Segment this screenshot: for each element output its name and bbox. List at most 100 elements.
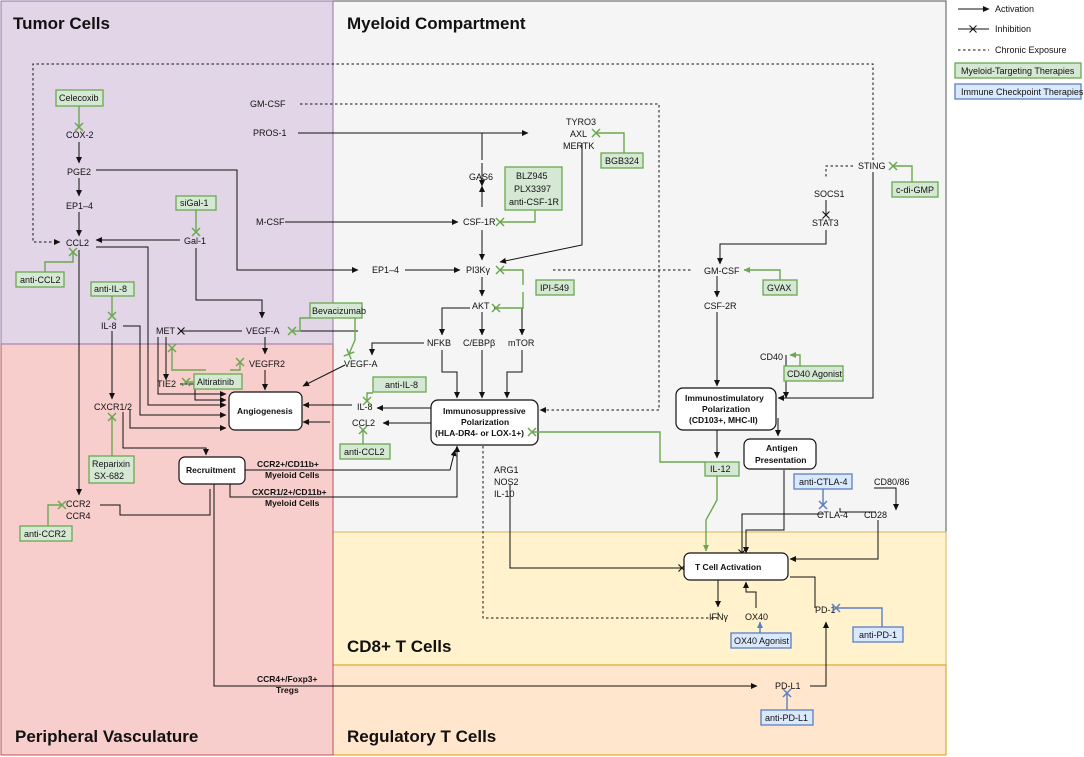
therapy-il12 [704,461,740,477]
flow-ccr2-cells-2: Myeloid Cells [265,470,320,480]
therapy-boxes: Celecoxib siGal-1 anti-CCL2 anti-IL-8 Re… [15,89,939,726]
therapy-reparixin-2: SX-682 [94,471,124,481]
therapy-anti-pdl1 [760,709,814,726]
region-tumor-title: Tumor Cells [13,14,110,33]
therapy-gvax [762,279,798,296]
box-immunosuppressive [430,399,539,446]
therapy-reparixin [88,455,135,484]
box-tcell-label: T Cell Activation [695,562,761,572]
therapy-anti-il8-tumor-label: anti-IL-8 [94,284,127,294]
region-tregs [332,664,947,756]
node-arg1: ARG1 [494,465,519,475]
tumor-nodes: COX-2 PGE2 EP1–4 CCL2 Gal-1 IL-8 CXCR1/2… [66,130,285,521]
node-tie2: TIE2 [157,379,176,389]
therapy-bgb324 [600,152,644,169]
region-myeloid [332,0,947,533]
therapy-altiratinib [193,373,243,390]
node-cox2: COX-2 [66,130,94,140]
therapy-altiratinib-label: Altiratinib [197,377,234,387]
therapy-blz945-3: anti-CSF-1R [509,197,560,207]
node-pge2: PGE2 [67,167,91,177]
therapy-anti-ccl2-myeloid-label: anti-CCL2 [344,447,385,457]
flow-cxcr-cells-2: Myeloid Cells [265,498,320,508]
node-il10: IL-10 [494,489,515,499]
node-sting: STING [858,161,886,171]
node-ccr2: CCR2 [66,499,91,509]
flow-labels: CCR2+/CD11b+ Myeloid Cells CXCR1/2+/CD11… [252,459,327,695]
right-edges [714,172,899,687]
node-cebpb: C/EBPβ [463,338,495,348]
legend-checkpoint-swatch [954,83,1082,100]
therapy-cd40-agonist [783,365,844,382]
therapy-blz945-1: BLZ945 [516,171,548,181]
region-myeloid-title: Myeloid Compartment [347,14,526,33]
node-ccr4: CCR4 [66,511,91,521]
node-socs1: SOCS1 [814,189,845,199]
therapy-ox40-agonist [730,632,792,649]
node-gas6: GAS6 [469,172,493,182]
therapy-anti-pd1 [852,626,904,643]
node-cd40: CD40 [760,352,783,362]
flow-cxcr-cells-1: CXCR1/2+/CD11b+ [252,487,327,497]
node-vegfa-myeloid: VEGF-A [344,359,378,369]
therapy-anti-pd1-label: anti-PD-1 [859,630,897,640]
therapy-bgb324-label: BGB324 [605,156,639,166]
node-stat3: STAT3 [812,218,839,228]
node-nos2: NOS2 [494,477,519,487]
node-axl: AXL [570,129,587,139]
therapy-celecoxib [55,89,104,107]
node-mertk: MERTK [563,141,594,151]
therapy-anti-ccr2 [19,525,73,542]
region-cd8-title: CD8+ T Cells [347,637,451,656]
legend-inhibition: Inhibition [995,24,1031,34]
node-gmcsf-top: GM-CSF [250,99,286,109]
therapy-sigal1 [175,195,217,211]
flow-tregs-1: CCR4+/Foxp3+ [257,674,317,684]
legend-myeloid-therapies: Myeloid-Targeting Therapies [961,66,1075,76]
box-antigen-1: Antigen [766,443,798,453]
node-met: MET [156,326,176,336]
box-immunostimulatory-3: (CD103+, MHC-II) [689,415,758,425]
node-vegfr2: VEGFR2 [249,359,285,369]
therapy-anti-il8-myeloid [372,376,427,393]
node-mtor: mTOR [508,338,535,348]
chronic-lines [32,63,874,619]
node-pd1: PD-1 [815,605,836,615]
therapy-reparixin-1: Reparixin [92,459,130,469]
legend: Activation Inhibition Chronic Exposure M… [954,4,1084,100]
node-pros1: PROS-1 [253,128,287,138]
therapy-blz945 [504,166,563,211]
therapy-anti-ccl2-tumor [15,271,65,288]
node-vegfa-center: VEGF-A [246,326,280,336]
flow-tregs-2: Tregs [276,685,299,695]
tumor-edges [76,142,758,689]
process-boxes: Angiogenesis Recruitment Immunosuppressi… [178,387,817,581]
box-antigen-2: Presentation [755,455,807,465]
flow-ccr2-cells-1: CCR2+/CD11b+ [257,459,319,469]
node-mcsf: M-CSF [256,217,285,227]
box-immunostimulatory [675,387,777,431]
therapy-connectors [44,106,913,552]
box-immunosuppressive-3: (HLA-DR4- or LOX-1+) [435,428,524,438]
myeloid-edges [285,130,686,572]
box-recruitment-label: Recruitment [186,465,236,475]
box-tcell [683,552,789,581]
therapy-anti-ctla4 [793,473,853,490]
node-pi3k: PI3Kγ [466,265,491,275]
node-csf1r: CSF-1R [463,217,496,227]
therapy-sigal1-label: siGal-1 [180,198,209,208]
legend-chronic: Chronic Exposure [995,45,1067,55]
therapy-bevacizumab [309,302,363,319]
node-nfkb: NFKB [427,338,451,348]
therapy-cdigmp [891,181,939,198]
box-angiogenesis-label: Angiogenesis [237,406,293,416]
node-il8-myeloid: IL-8 [357,402,373,412]
therapy-anti-ccr2-label: anti-CCR2 [24,529,66,539]
therapy-cdigmp-label: c-di-GMP [896,185,934,195]
box-immunostimulatory-2: Polarization [702,404,750,414]
box-recruitment [178,456,246,485]
checkpoint-connectors [757,489,883,710]
node-pdl1: PD-L1 [775,681,801,691]
box-antigen [743,438,817,470]
